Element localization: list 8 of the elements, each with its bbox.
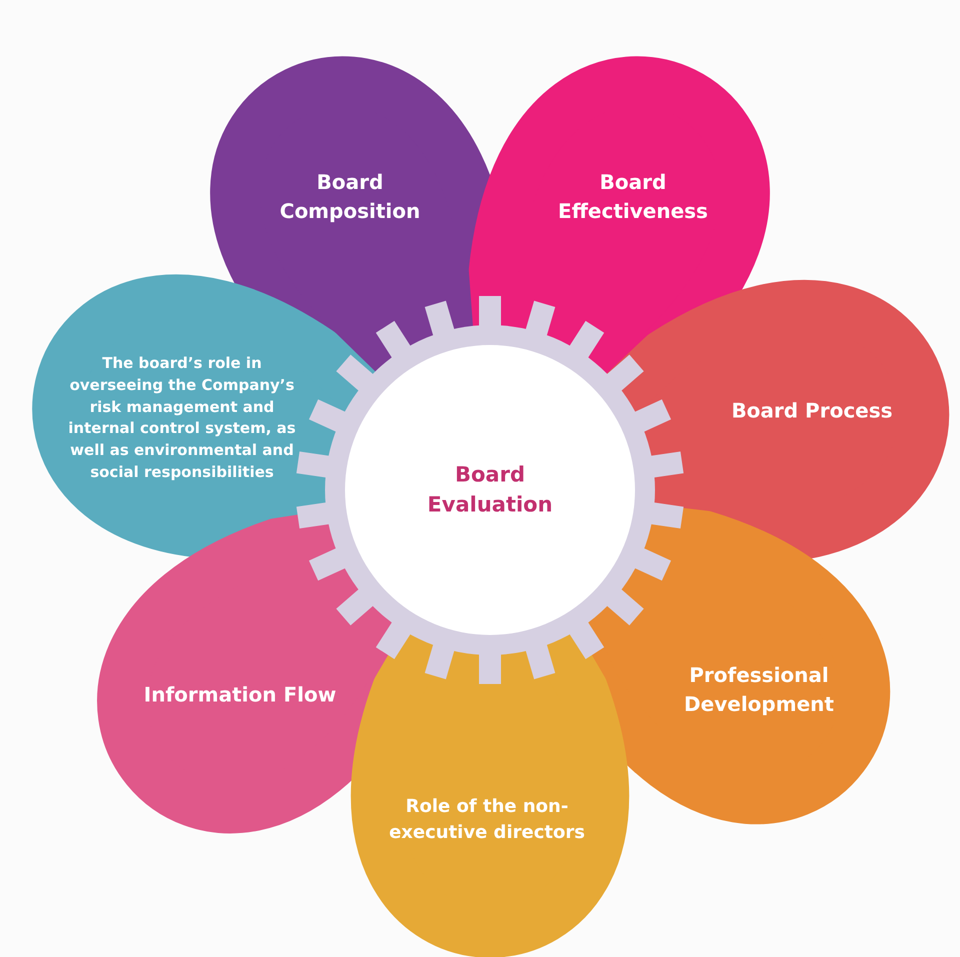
- petal-label: Board Effectiveness: [557, 169, 709, 225]
- petal-label: Board Process: [730, 398, 894, 424]
- petal-label: Information Flow: [142, 682, 338, 708]
- petal-label: Role of the non-executive directors: [388, 794, 586, 845]
- center-label: Board Evaluation: [426, 462, 554, 519]
- petal-label: Board Composition: [278, 169, 422, 225]
- petal-label: Professional Development: [683, 662, 835, 718]
- petal-label: The board’s role in overseeing the Company’s risk management and internal control system, as well as environmental and social responsibilities: [67, 352, 297, 482]
